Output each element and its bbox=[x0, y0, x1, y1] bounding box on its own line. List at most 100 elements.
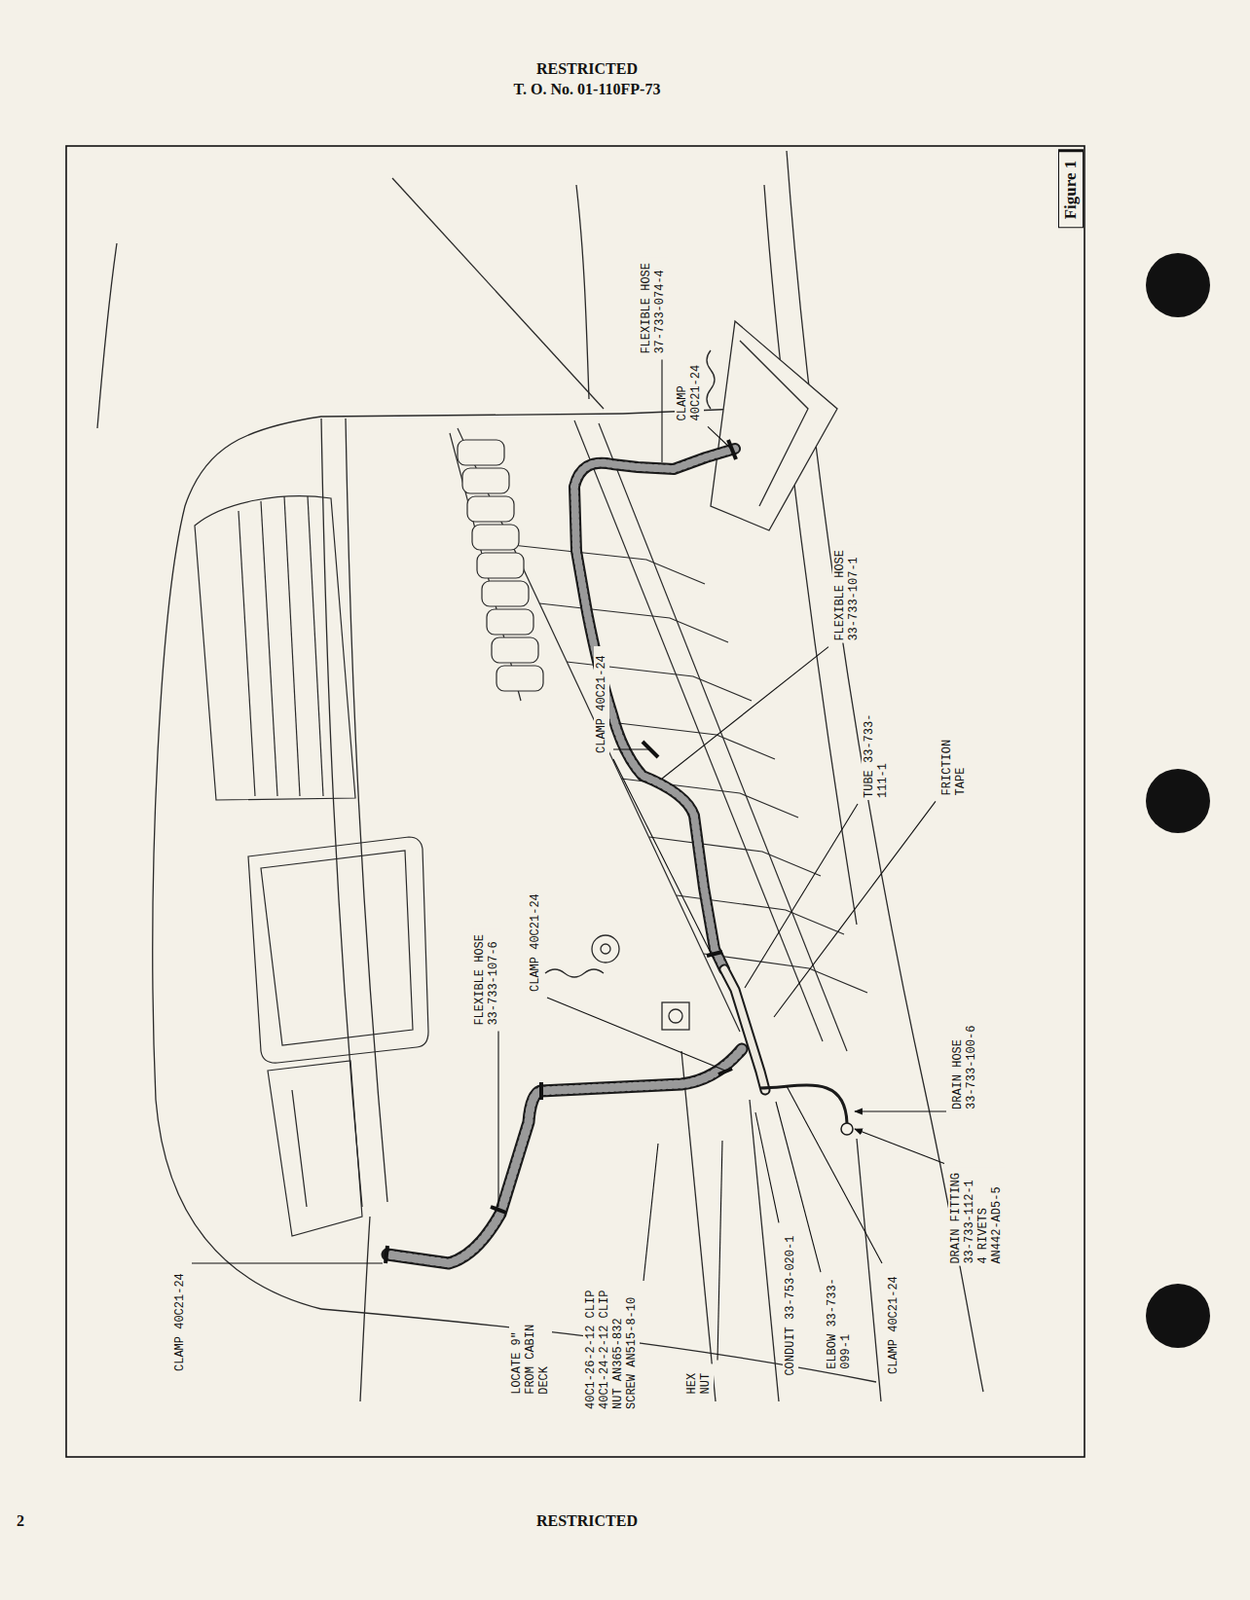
part-callout: HEX NUT bbox=[684, 1364, 714, 1398]
fitting bbox=[600, 944, 611, 955]
floor-structure bbox=[512, 545, 705, 585]
canopy-glass bbox=[194, 496, 356, 801]
floor-structure bbox=[539, 603, 729, 643]
seat-cushion bbox=[467, 496, 515, 522]
canopy-glass bbox=[260, 850, 413, 1046]
hose-clamp bbox=[385, 440, 736, 1264]
floor-structure bbox=[649, 837, 821, 877]
fitting bbox=[661, 1002, 690, 1030]
flexible-hose bbox=[387, 1049, 742, 1264]
hose-clamp bbox=[706, 952, 723, 956]
flexible-hose bbox=[574, 448, 736, 970]
leader-line bbox=[613, 759, 714, 959]
seat-cushion bbox=[486, 609, 534, 635]
canopy-glass bbox=[194, 496, 429, 1237]
fuselage-line bbox=[392, 178, 604, 409]
flexible-hose bbox=[387, 448, 766, 1264]
leader-line bbox=[786, 1086, 883, 1264]
canopy-glass bbox=[307, 496, 324, 797]
hose-clamp bbox=[718, 1068, 733, 1075]
fuselage-line bbox=[681, 1051, 716, 1402]
fitting bbox=[668, 1009, 683, 1024]
leader-line bbox=[661, 360, 662, 463]
flexible-hose bbox=[574, 448, 736, 970]
leader-line bbox=[717, 1140, 723, 1361]
part-callout: FLEXIBLE HOSE 33-733-107-6 bbox=[472, 928, 502, 1028]
leader-line bbox=[707, 426, 733, 450]
seat-cushion bbox=[457, 440, 544, 692]
figure-tag: Figure 1 bbox=[1058, 149, 1084, 229]
drain-hose bbox=[841, 1123, 853, 1136]
leader-line bbox=[613, 748, 651, 750]
seat-cushion bbox=[462, 468, 510, 494]
hose-clamp bbox=[539, 1082, 544, 1101]
hose-clamp bbox=[385, 1246, 388, 1264]
part-callout: DRAIN FITTING 33-733-112-1 4 RIVETS AN44… bbox=[948, 1167, 1005, 1266]
fitting bbox=[706, 350, 715, 409]
fitting bbox=[545, 969, 604, 978]
canopy-glass bbox=[238, 511, 256, 797]
part-callout: CLAMP 40C21-24 bbox=[674, 356, 704, 424]
duct-outlet bbox=[710, 321, 838, 531]
part-callout: CONDUIT 33-753-020-1 bbox=[782, 1226, 799, 1378]
leader-line bbox=[744, 804, 858, 989]
punch-hole bbox=[1145, 1284, 1211, 1349]
fuselage-line bbox=[749, 1100, 779, 1402]
fuselage-line bbox=[97, 243, 117, 429]
floor-structure bbox=[449, 420, 868, 1052]
punch-hole bbox=[1145, 253, 1211, 318]
floor-structure bbox=[621, 778, 799, 818]
canopy-glass bbox=[292, 1090, 307, 1208]
part-callout: FLEXIBLE HOSE 33-733-107-1 bbox=[832, 544, 862, 643]
seat-cushion bbox=[477, 552, 524, 579]
canopy-glass bbox=[260, 501, 278, 797]
part-callout: CLAMP 40C21-24 bbox=[172, 1264, 188, 1374]
figure-number: Figure 1 bbox=[1061, 160, 1081, 221]
leader-line bbox=[191, 360, 947, 1361]
part-callout: CLAMP 40C21-24 bbox=[527, 884, 544, 994]
fitting bbox=[591, 935, 620, 963]
installation-note: LOCATE 9" FROM CABIN DECK bbox=[509, 1319, 552, 1398]
punch-hole bbox=[1145, 253, 1211, 1349]
seat-cushion bbox=[481, 581, 529, 607]
leader-line bbox=[755, 1112, 779, 1223]
seat-cushion bbox=[496, 665, 544, 692]
leader-line bbox=[643, 1143, 659, 1282]
canopy-glass bbox=[284, 496, 300, 797]
seat-cushion bbox=[472, 524, 519, 551]
leader-line bbox=[497, 1031, 499, 1208]
part-callout: ELBOW 33-733-099-1 bbox=[824, 1276, 854, 1372]
part-callout: 40C1-26-2-12 CLIP 40C1-24-2-12 CLIP NUT … bbox=[583, 1285, 640, 1412]
flexible-hose bbox=[387, 1049, 742, 1264]
fuselage-line bbox=[856, 1139, 882, 1402]
part-callout: CLAMP 40C21-24 bbox=[885, 1267, 902, 1377]
punch-hole bbox=[1145, 769, 1211, 834]
part-callout: TUBE 33-733-111-1 bbox=[861, 708, 891, 801]
part-callout: FLEXIBLE HOSE 37-733-074-4 bbox=[638, 257, 668, 356]
seat-cushion bbox=[491, 637, 539, 663]
part-callout: DRAIN HOSE 33-733-100-6 bbox=[950, 1020, 980, 1112]
seat-cushion bbox=[457, 440, 505, 466]
canopy-glass bbox=[267, 1061, 363, 1237]
fuselage-line bbox=[360, 1216, 370, 1402]
leader-line bbox=[661, 647, 829, 779]
duct-outlet bbox=[739, 340, 809, 507]
fuselage-line bbox=[97, 150, 984, 1402]
part-callout: FRICTION TAPE bbox=[939, 731, 969, 799]
fuselage-line bbox=[152, 413, 624, 1101]
leader-line bbox=[854, 1110, 947, 1112]
part-callout: CLAMP 40C21-24 bbox=[593, 646, 610, 756]
duct-outlet bbox=[710, 321, 838, 531]
security-marking: RESTRICTED bbox=[534, 1512, 640, 1531]
page-number: 2 bbox=[14, 1512, 27, 1531]
leader-line bbox=[854, 1129, 945, 1164]
security-marking: RESTRICTED bbox=[534, 60, 640, 78]
leader-line bbox=[191, 1262, 383, 1264]
floor-structure bbox=[574, 420, 823, 1042]
document-number: T. O. No. 01-110FP-73 bbox=[512, 80, 663, 99]
fuselage-line bbox=[321, 418, 363, 1208]
leader-line bbox=[547, 997, 726, 1071]
hose-clamp bbox=[490, 1207, 507, 1214]
drain-hose bbox=[760, 1085, 853, 1136]
